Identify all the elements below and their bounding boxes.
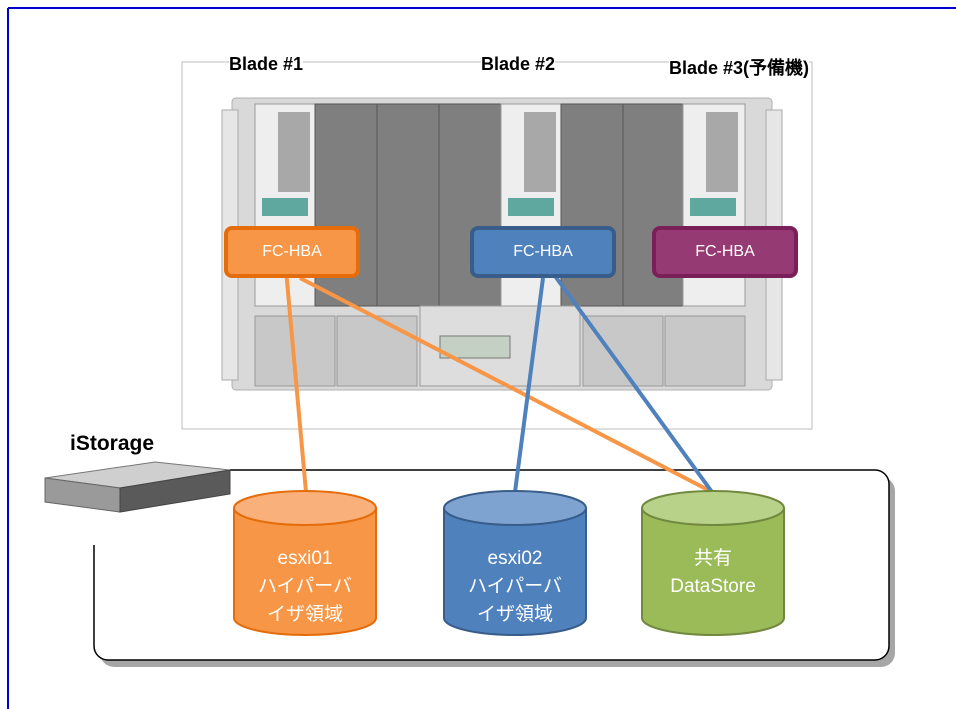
volume-esxi02-line3: イザ領域 bbox=[476, 604, 553, 625]
fc-hba-1: FC-HBA bbox=[224, 226, 360, 278]
link-hba2-esxi02 bbox=[513, 277, 545, 493]
link-hba1-datastore bbox=[299, 276, 713, 494]
istorage-label: iStorage bbox=[70, 432, 155, 455]
volume-esxi01-line1: esxi01 bbox=[277, 548, 333, 569]
connection-lines bbox=[284, 269, 714, 494]
link-hba1-esxi01 bbox=[284, 269, 308, 493]
volume-esxi02-line1: esxi02 bbox=[487, 548, 543, 569]
blade-2-label: Blade #2 bbox=[481, 54, 556, 75]
volume-datastore-line2: DataStore bbox=[670, 576, 756, 597]
blade-1-label: Blade #1 bbox=[229, 54, 304, 75]
volume-esxi01 bbox=[233, 490, 377, 636]
blade-3-label: Blade #3(予備機) bbox=[669, 54, 810, 80]
volume-datastore-line1: 共有 bbox=[693, 548, 732, 569]
volume-esxi02 bbox=[443, 490, 587, 636]
volume-esxi01-text: esxi01 ハイパーバ イザ領域 bbox=[234, 545, 376, 629]
fc-hba-3: FC-HBA bbox=[652, 226, 798, 278]
volume-datastore-text: 共有 DataStore bbox=[642, 545, 784, 601]
link-hba2-datastore bbox=[553, 274, 714, 494]
volume-esxi01-line3: イザ領域 bbox=[266, 604, 343, 625]
fc-hba-2: FC-HBA bbox=[470, 226, 616, 278]
istorage-device bbox=[44, 461, 231, 513]
volume-datastore bbox=[641, 490, 785, 636]
volume-esxi02-line2: ハイパーバ bbox=[467, 576, 563, 597]
volume-esxi02-text: esxi02 ハイパーバ イザ領域 bbox=[444, 545, 586, 629]
blade-chassis bbox=[221, 97, 783, 391]
volume-esxi01-line2: ハイパーバ bbox=[257, 576, 353, 597]
